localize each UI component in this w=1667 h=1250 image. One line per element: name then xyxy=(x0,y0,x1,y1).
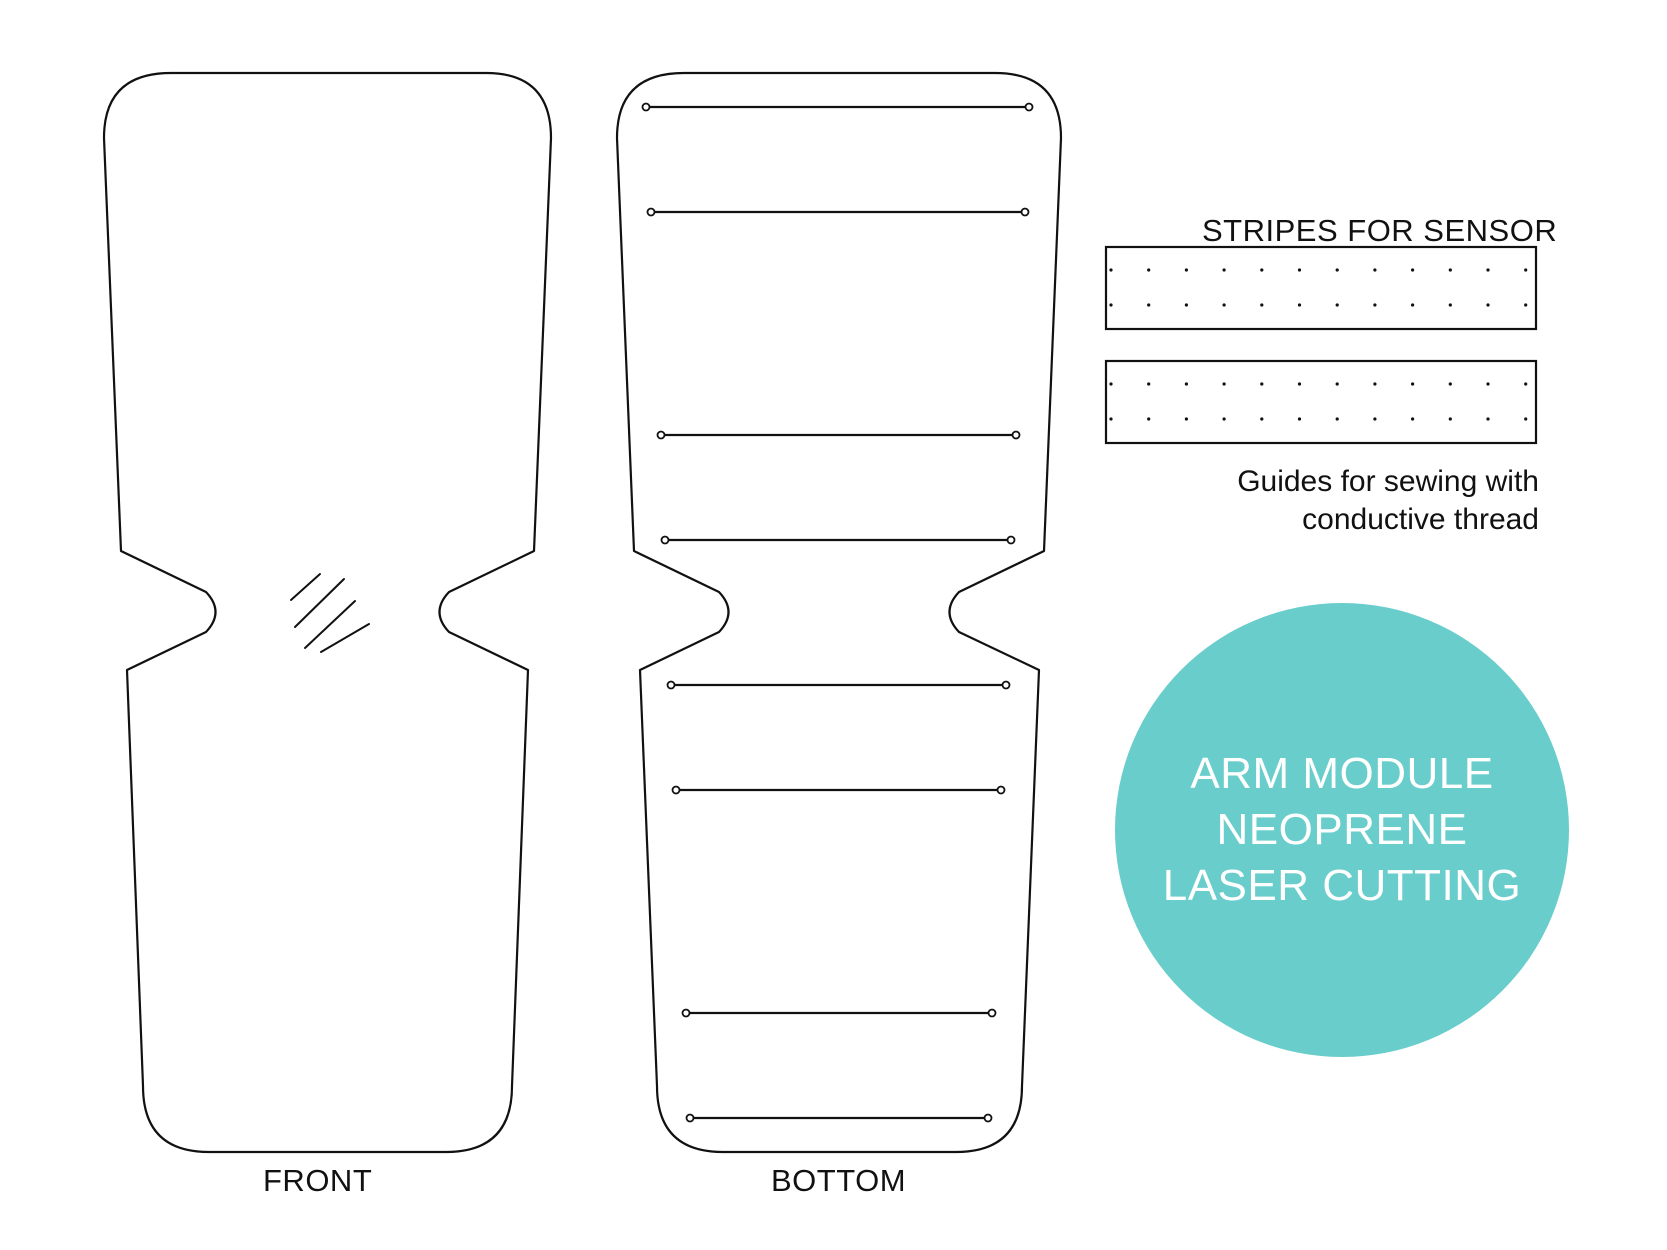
badge-line-1: ARM MODULE xyxy=(1190,749,1494,798)
guide-dot xyxy=(1297,268,1302,272)
guide-dot xyxy=(1373,382,1377,386)
guide-dot xyxy=(1524,417,1528,421)
guides-note-line-1: Guides for sewing with xyxy=(1237,465,1539,498)
guide-dot xyxy=(1222,303,1226,307)
guide-dot xyxy=(1486,417,1490,421)
guide-dot xyxy=(1297,417,1302,421)
guide-dot xyxy=(1222,417,1226,421)
guide-dot xyxy=(1524,268,1528,272)
stripe-sewing-guide-dots xyxy=(1109,268,1528,421)
guide-dot xyxy=(1335,417,1339,421)
sensor-stripe-2 xyxy=(1104,359,1538,445)
guide-dot xyxy=(1147,303,1151,307)
guide-dot xyxy=(1147,382,1151,386)
seam-line-8 xyxy=(685,1113,993,1123)
guide-dot xyxy=(1184,268,1188,272)
front-hatch-mark xyxy=(290,573,370,653)
badge-line-2: NEOPRENE xyxy=(1216,805,1468,854)
guide-dot xyxy=(1411,268,1415,272)
guide-dot xyxy=(1411,382,1415,386)
guide-dot xyxy=(1373,417,1377,421)
guide-dot xyxy=(1297,382,1302,386)
guide-dot xyxy=(1448,417,1452,421)
guide-dot xyxy=(1109,303,1113,307)
guide-dot xyxy=(1448,303,1452,307)
seam-line-4 xyxy=(660,535,1016,545)
guide-dot xyxy=(1109,382,1113,386)
guide-dot xyxy=(1184,417,1188,421)
guide-dot xyxy=(1486,303,1490,307)
guide-dot xyxy=(1373,303,1377,307)
bottom-piece-label: BOTTOM xyxy=(771,1163,907,1198)
seam-line-3 xyxy=(656,430,1021,440)
guide-dot xyxy=(1260,268,1264,272)
stripes-title: STRIPES FOR SENSOR xyxy=(1202,213,1558,248)
guide-dot xyxy=(1109,417,1113,421)
guide-dot xyxy=(1335,382,1339,386)
sensor-stripe-1 xyxy=(1104,245,1538,331)
guide-dot xyxy=(1524,382,1528,386)
front-piece-label: FRONT xyxy=(263,1163,373,1198)
guide-dot xyxy=(1448,268,1452,272)
guide-dot xyxy=(1147,417,1151,421)
guide-dot xyxy=(1486,268,1490,272)
guide-dot xyxy=(1109,268,1113,272)
badge-line-3: LASER CUTTING xyxy=(1162,861,1522,910)
guide-dot xyxy=(1222,268,1226,272)
seam-line-6 xyxy=(671,785,1006,795)
front-piece-outline xyxy=(102,71,553,1154)
guides-note: Guides for sewing with conductive thread xyxy=(1237,463,1539,539)
guide-dot xyxy=(1335,268,1339,272)
seam-line-7 xyxy=(681,1008,997,1018)
title-badge: ARM MODULE NEOPRENE LASER CUTTING xyxy=(1115,603,1569,1057)
guide-dot xyxy=(1260,417,1264,421)
guide-dot xyxy=(1335,303,1339,307)
seam-line-2 xyxy=(646,207,1030,217)
guide-dot xyxy=(1486,382,1490,386)
guide-dot xyxy=(1297,303,1302,307)
guide-dot xyxy=(1411,303,1415,307)
guide-dot xyxy=(1184,303,1188,307)
guide-dot xyxy=(1448,382,1452,386)
guide-dot xyxy=(1373,268,1377,272)
guide-dot xyxy=(1222,382,1226,386)
guide-dot xyxy=(1184,382,1188,386)
bottom-seam-lines xyxy=(641,102,1034,1123)
guides-note-line-2: conductive thread xyxy=(1302,503,1539,536)
guide-dot xyxy=(1524,303,1528,307)
guide-dot xyxy=(1260,382,1264,386)
seam-line-1 xyxy=(641,102,1034,112)
bottom-piece-outline xyxy=(615,71,1063,1154)
seam-line-5 xyxy=(666,680,1011,690)
guide-dot xyxy=(1147,268,1151,272)
guide-dot xyxy=(1260,303,1264,307)
guide-dot xyxy=(1411,417,1415,421)
